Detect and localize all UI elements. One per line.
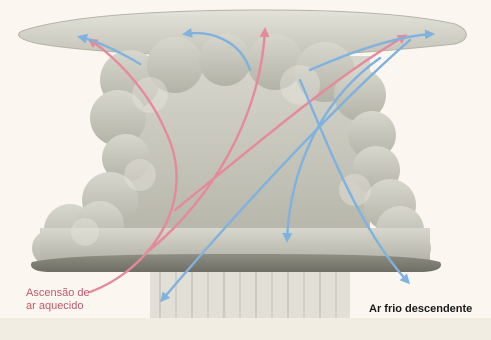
label-rising-warm-air: Ascensão de ar aquecido [26,287,146,313]
rain-shafts [150,268,350,318]
ground [0,318,491,340]
label-sinking-cold-air: Ar frio descendente [369,303,472,316]
cloud-base [31,254,441,272]
